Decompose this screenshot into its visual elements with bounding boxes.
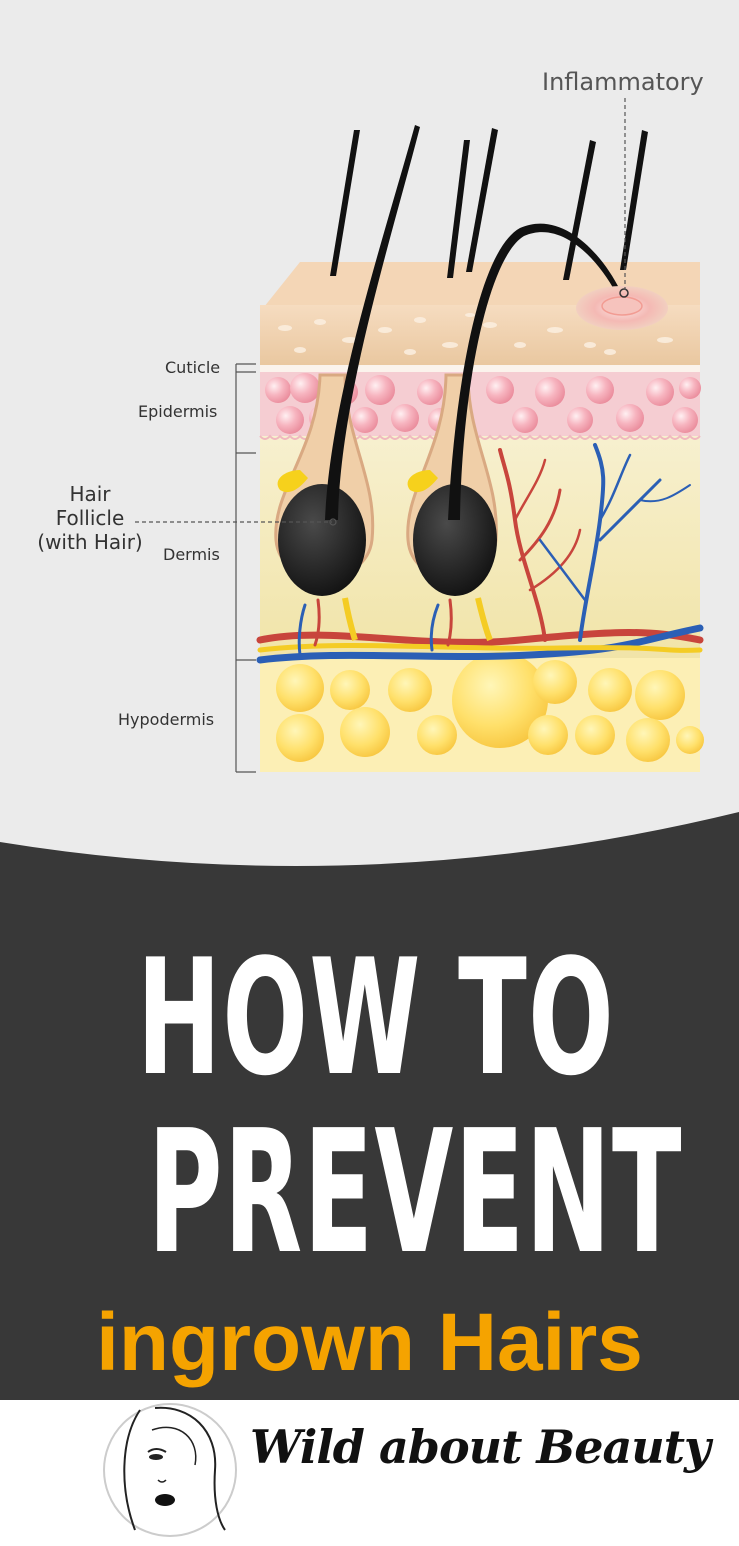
leader-lines bbox=[135, 98, 626, 773]
label-follicle-line1: Hair bbox=[69, 482, 111, 506]
label-hypodermis: Hypodermis bbox=[118, 710, 215, 729]
label-hair-follicle: Hair Follicle (with Hair) bbox=[20, 482, 160, 554]
label-follicle-line2: Follicle bbox=[55, 506, 125, 530]
label-epidermis: Epidermis bbox=[138, 402, 218, 421]
label-inflammatory: Inflammatory bbox=[542, 68, 704, 96]
hair-follicle-left bbox=[274, 373, 375, 641]
brand-name: Wild about Beauty bbox=[250, 1420, 711, 1474]
brand-logo-face bbox=[103, 1403, 237, 1537]
label-dermis: Dermis bbox=[163, 545, 220, 564]
title-band bbox=[0, 812, 739, 1402]
title-line-prevent: PREVENT bbox=[147, 1094, 683, 1292]
fat-cells bbox=[276, 652, 704, 762]
label-follicle-line3: (with Hair) bbox=[37, 530, 143, 554]
label-cuticle: Cuticle bbox=[165, 358, 221, 377]
hair-strands bbox=[325, 125, 648, 521]
blood-vessels bbox=[256, 443, 704, 664]
skin-cross-section-diagram bbox=[135, 98, 704, 773]
title-line-ingrown-hairs: ingrown Hairs bbox=[96, 1297, 643, 1388]
title-line-how-to: HOW TO bbox=[136, 924, 616, 1111]
